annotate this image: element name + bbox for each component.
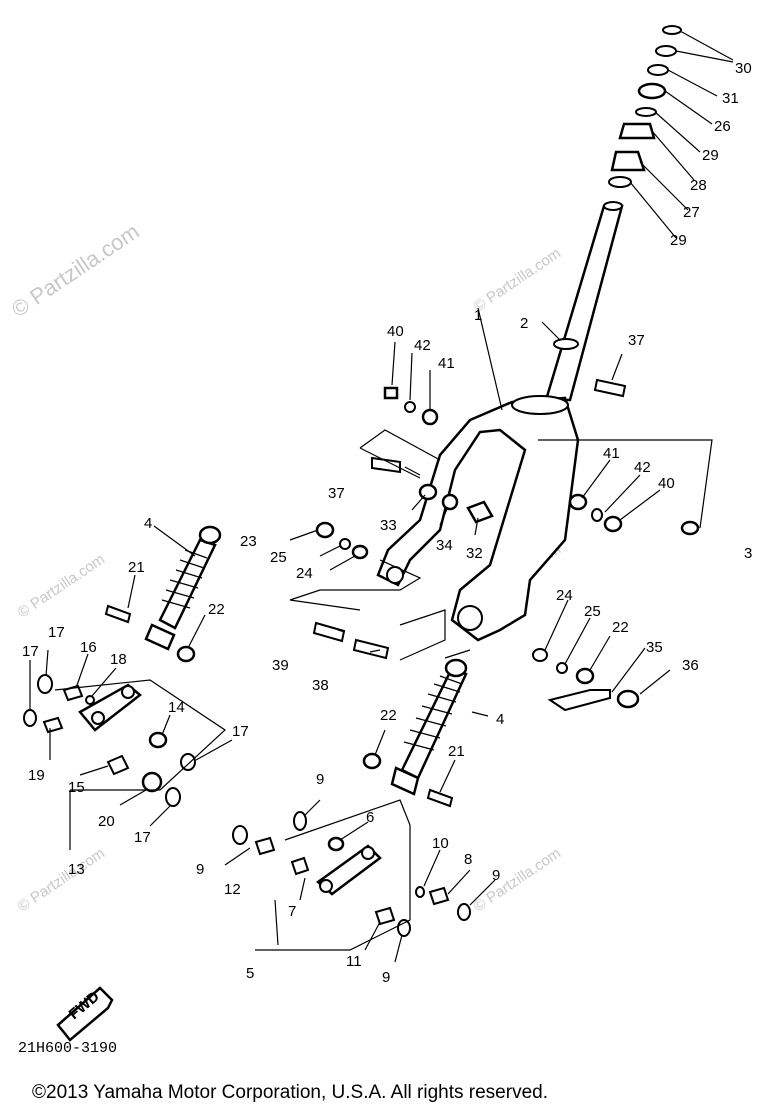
callout-5: 5 xyxy=(246,965,254,982)
callout-17b: 17 xyxy=(22,643,39,660)
callout-32: 32 xyxy=(466,545,483,562)
callout-21b: 21 xyxy=(448,743,465,760)
callout-3: 3 xyxy=(744,545,752,562)
callout-23: 23 xyxy=(240,533,257,550)
part-code: 21H600-3190 xyxy=(18,1040,117,1057)
steering-stem xyxy=(541,201,624,402)
callout-34: 34 xyxy=(436,537,453,554)
fwd-arrow: FWD xyxy=(56,986,114,1042)
callout-25b: 25 xyxy=(584,603,601,620)
watermark-main: © Partzilla.com xyxy=(7,219,144,323)
callout-17: 17 xyxy=(48,624,65,641)
callout-4b: 4 xyxy=(496,711,504,728)
callout-2: 2 xyxy=(520,315,528,332)
callout-37b: 37 xyxy=(328,485,345,502)
callout-18: 18 xyxy=(110,651,127,668)
link-assembly-left xyxy=(23,649,233,850)
link-assembly-lower xyxy=(224,799,496,963)
callout-1: 1 xyxy=(474,307,482,324)
callout-41b: 41 xyxy=(603,445,620,462)
callout-42b: 42 xyxy=(634,459,651,476)
callout-14: 14 xyxy=(168,699,185,716)
callout-40b: 40 xyxy=(658,475,675,492)
watermark: © Partzilla.com xyxy=(471,845,564,916)
callout-9c: 9 xyxy=(196,861,204,878)
callout-17c: 17 xyxy=(232,723,249,740)
callout-labels: 30 31 26 29 28 27 29 2 37 1 40 42 41 37 … xyxy=(22,60,752,986)
callout-16: 16 xyxy=(80,639,97,656)
shock-absorber-upper xyxy=(104,525,222,663)
callout-17d: 17 xyxy=(134,829,151,846)
watermark: © Partzilla.com xyxy=(15,845,108,916)
steering-frame xyxy=(376,307,713,642)
callout-4: 4 xyxy=(144,515,152,532)
callout-28: 28 xyxy=(690,177,707,194)
shock-absorber-lower xyxy=(362,658,489,808)
callout-9d: 9 xyxy=(382,969,390,986)
callout-27: 27 xyxy=(683,204,700,221)
callout-39: 39 xyxy=(272,657,289,674)
callout-41: 41 xyxy=(438,355,455,372)
watermark: © Partzilla.com xyxy=(15,551,108,622)
callout-15: 15 xyxy=(68,779,85,796)
callout-20: 20 xyxy=(98,813,115,830)
callout-9: 9 xyxy=(316,771,324,788)
callout-29: 29 xyxy=(702,147,719,164)
callout-29b: 29 xyxy=(670,232,687,249)
copyright: ©2013 Yamaha Motor Corporation, U.S.A. A… xyxy=(32,1082,548,1103)
callout-6: 6 xyxy=(366,809,374,826)
callout-8: 8 xyxy=(464,851,472,868)
callout-31: 31 xyxy=(722,90,739,107)
callout-33: 33 xyxy=(380,517,397,534)
frame-fasteners xyxy=(289,341,700,712)
callout-12: 12 xyxy=(224,881,241,898)
callout-36: 36 xyxy=(682,657,699,674)
callout-22b: 22 xyxy=(612,619,629,636)
callout-7: 7 xyxy=(288,903,296,920)
callout-11: 11 xyxy=(346,953,362,970)
callout-24: 24 xyxy=(296,565,313,582)
callout-42: 42 xyxy=(414,337,431,354)
callout-25: 25 xyxy=(270,549,287,566)
callout-9b: 9 xyxy=(492,867,500,884)
callout-13: 13 xyxy=(68,861,85,878)
callout-19: 19 xyxy=(28,767,45,784)
callout-26: 26 xyxy=(714,118,731,135)
callout-38: 38 xyxy=(312,677,329,694)
stem-top-parts xyxy=(608,25,734,239)
callout-21: 21 xyxy=(128,559,145,576)
callout-30: 30 xyxy=(735,60,752,77)
callout-37: 37 xyxy=(628,332,645,349)
callout-35: 35 xyxy=(646,639,663,656)
callout-40: 40 xyxy=(387,323,404,340)
callout-24b: 24 xyxy=(556,587,573,604)
callout-22: 22 xyxy=(208,601,225,618)
watermark: © Partzilla.com xyxy=(471,245,564,316)
callout-10: 10 xyxy=(432,835,449,852)
callout-22c: 22 xyxy=(380,707,397,724)
